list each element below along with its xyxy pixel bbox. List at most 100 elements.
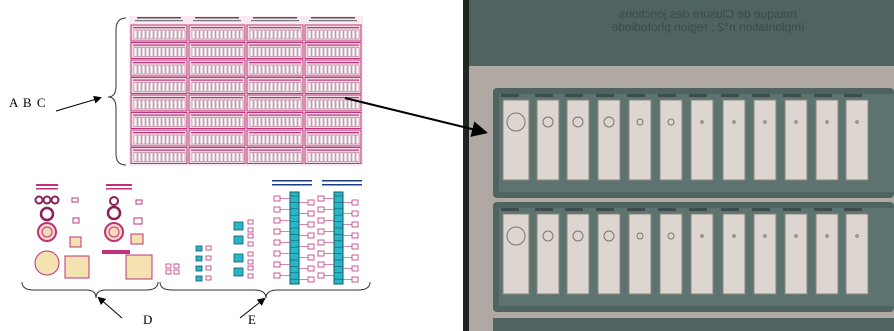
grid-pad — [261, 117, 266, 127]
grid-pad — [307, 82, 312, 92]
grid-pad — [293, 47, 298, 57]
grid-pad — [153, 47, 158, 57]
grid-pad — [239, 152, 244, 162]
grid-pad — [273, 152, 278, 162]
grid-pad — [161, 82, 166, 92]
grid-pad — [289, 64, 294, 75]
grid-pad — [351, 134, 356, 145]
grid-header-mark — [135, 20, 183, 22]
grid-pad — [285, 82, 290, 92]
grid-pad — [331, 99, 336, 110]
grid-pad — [169, 64, 174, 75]
grid-pad — [161, 47, 166, 57]
grid-pad — [195, 117, 200, 127]
grid-pad — [177, 29, 182, 40]
grid-pad — [157, 152, 162, 162]
grid-pad — [297, 152, 302, 162]
grid-pad — [227, 152, 232, 162]
d-left-group — [34, 184, 90, 279]
photo-pad — [566, 99, 590, 181]
grid-pad — [339, 82, 344, 92]
grid-cell-bar — [191, 79, 243, 81]
grid-pad — [211, 117, 216, 127]
grid-pad — [235, 99, 240, 110]
grid-pad — [207, 29, 212, 40]
grid-pad — [219, 99, 224, 110]
grid-pad — [145, 152, 150, 162]
grid-pad — [239, 64, 244, 75]
grid-pad — [199, 134, 204, 145]
grid-pad — [285, 117, 290, 127]
grid-cell-bar — [249, 149, 301, 151]
grid-pad — [181, 29, 186, 40]
grid-pad — [203, 134, 208, 145]
grid-cell-bar — [133, 44, 185, 46]
photo-pad-label — [501, 208, 519, 211]
grid-pad — [173, 82, 178, 92]
d-brace — [21, 281, 159, 299]
grid-pad — [343, 99, 348, 110]
grid-pad — [169, 134, 174, 145]
grid-pad — [145, 64, 150, 75]
grid-pad — [145, 47, 150, 57]
grid-pad — [277, 64, 282, 75]
grid-pad — [161, 152, 166, 162]
grid-pad — [219, 152, 224, 162]
photo-pad — [690, 99, 714, 181]
grid-pad — [191, 117, 196, 127]
e-pad — [205, 265, 212, 271]
grid-pad — [307, 64, 312, 75]
grid-pad — [331, 117, 336, 127]
grid-pad — [165, 99, 170, 110]
grid-pad — [223, 134, 228, 145]
photo-pad-aperture — [636, 118, 644, 126]
grid-pad — [257, 99, 262, 110]
grid-cell-bar — [249, 79, 301, 81]
photo-pad-label — [783, 208, 801, 211]
e-pad — [165, 269, 172, 275]
grid-header-mark — [311, 17, 355, 19]
grid-pad — [211, 64, 216, 75]
grid-cell-bar — [133, 97, 185, 99]
grid-pad — [181, 47, 186, 57]
grid-cell-bar — [133, 149, 185, 151]
grid-pad — [265, 134, 270, 145]
grid-pad — [219, 47, 224, 57]
grid-pad — [257, 134, 262, 145]
grid-pad — [315, 117, 320, 127]
grid-header-mark — [251, 20, 299, 22]
grid-pad — [269, 134, 274, 145]
grid-pad — [285, 47, 290, 57]
grid-pad — [137, 99, 142, 110]
grid-cell-bar — [133, 27, 185, 29]
grid-pad — [351, 117, 356, 127]
grid-pad — [311, 134, 316, 145]
grid-pad — [327, 117, 332, 127]
grid-pad — [355, 47, 360, 57]
grid-pad — [323, 99, 328, 110]
grid-pad — [347, 29, 352, 40]
grid-pad — [285, 152, 290, 162]
grid-pad — [195, 152, 200, 162]
grid-cell-bar — [307, 79, 359, 81]
grid-pad — [289, 82, 294, 92]
grid-pad — [215, 99, 220, 110]
grid-pad — [231, 82, 236, 92]
grid-pad — [323, 117, 328, 127]
grid-pad — [319, 152, 324, 162]
grid-pad — [161, 99, 166, 110]
grid-pad — [257, 152, 262, 162]
grid-cell-bar — [191, 97, 243, 99]
e-brace — [159, 281, 371, 299]
grid-pad — [141, 64, 146, 75]
grid-pad — [343, 29, 348, 40]
photo-pad-label — [627, 208, 645, 211]
grid-pad — [269, 82, 274, 92]
grid-pad — [273, 134, 278, 145]
grid-pad — [335, 134, 340, 145]
grid-pad — [133, 64, 138, 75]
grid-pad — [261, 134, 266, 145]
grid-pad — [323, 152, 328, 162]
grid-pad — [297, 47, 302, 57]
grid-pad — [165, 29, 170, 40]
